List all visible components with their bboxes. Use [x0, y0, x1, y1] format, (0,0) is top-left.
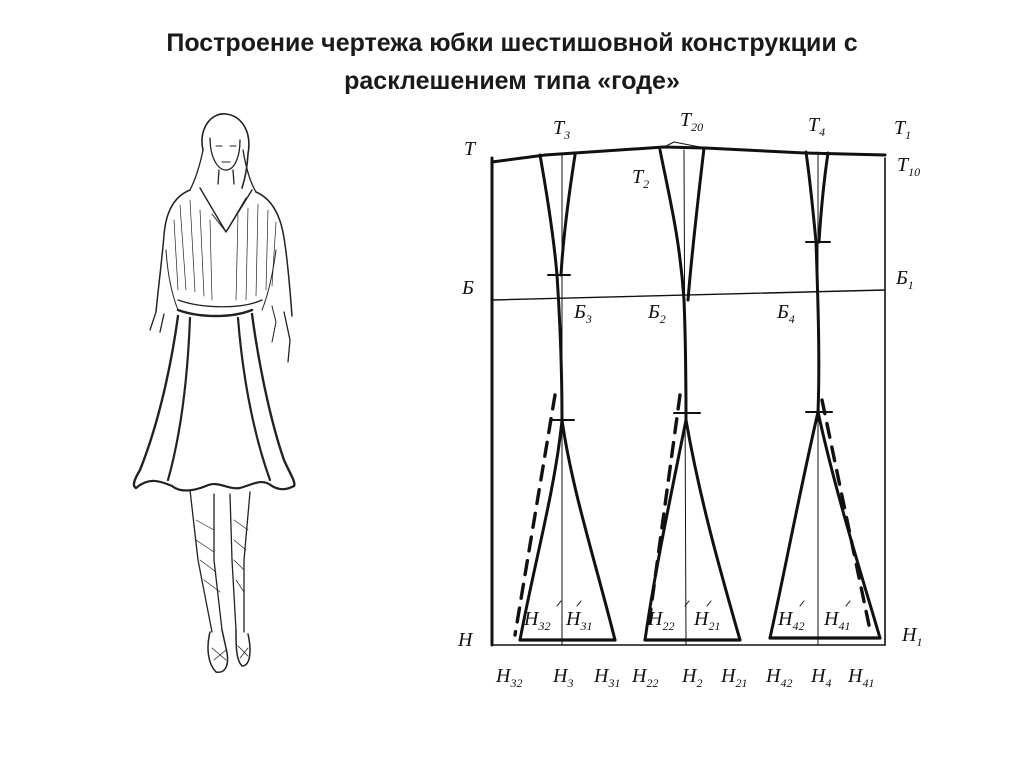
label-bottom-H3: Н3 [552, 665, 573, 690]
label-inner-H42: Н42 [777, 608, 804, 633]
page-title: Построение чертежа юбки шестишовной конс… [0, 24, 1024, 100]
seam-group-2 [643, 146, 742, 646]
label-bottom-H2: Н2 [681, 665, 702, 690]
label-T3: Т3 [553, 117, 570, 142]
label-T2: Т2 [632, 166, 649, 191]
seam-group-4 [768, 150, 882, 646]
title-line-2: расклешением типа «годе» [344, 67, 680, 95]
label-inner-H22: Н22 [647, 608, 674, 633]
label-bottom-H32: Н32 [495, 665, 522, 690]
seam-group-3 [513, 153, 617, 646]
label-bottom-H4: Н4 [810, 665, 831, 690]
label-T1: Т1 [894, 117, 911, 142]
label-B: Б [461, 277, 474, 299]
label-bottom-H31: Н31 [593, 665, 620, 690]
label-H: Н [457, 629, 474, 651]
label-inner-H31: Н31 [565, 608, 592, 633]
label-T20: Т20 [680, 109, 703, 134]
label-bottom-H41: Н41 [847, 665, 874, 690]
label-T10: Т10 [897, 154, 920, 179]
label-inner-H41: Н41 [823, 608, 850, 633]
label-bottom-H42: Н42 [765, 665, 792, 690]
label-bottom-H21: Н21 [720, 665, 747, 690]
label-T: Т [464, 138, 477, 160]
label-inner-H21: Н21 [693, 608, 720, 633]
label-B2: Б2 [647, 301, 666, 326]
label-inner-H32: Н32 [523, 608, 550, 633]
label-T4: Т4 [808, 114, 825, 139]
title-line-1: Построение чертежа юбки шестишовной конс… [166, 29, 858, 57]
label-B1: Б1 [895, 267, 914, 292]
label-bottom-H22: Н22 [631, 665, 658, 690]
label-B3: Б3 [573, 301, 592, 326]
label-B4: Б4 [776, 301, 795, 326]
label-H1: Н1 [901, 624, 922, 649]
